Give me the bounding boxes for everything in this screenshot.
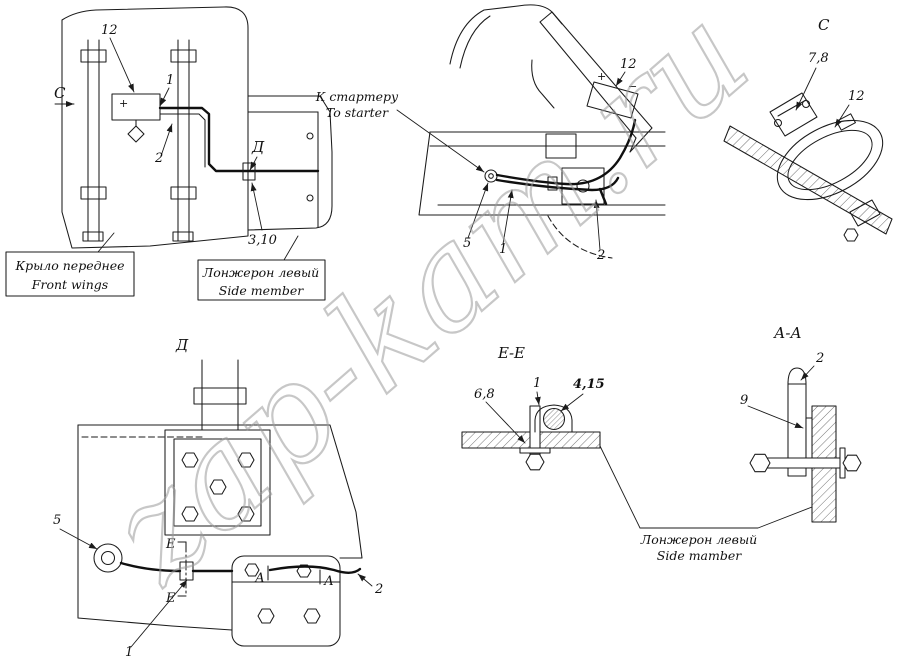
bracket-cap	[787, 367, 807, 385]
starter-note-en: To starter	[326, 105, 389, 120]
cab-outline	[449, 4, 653, 153]
cable-clamp	[547, 176, 558, 191]
caption-front-wing-ru: Крыло переднее	[14, 258, 124, 273]
bolt-head-hex	[749, 453, 771, 473]
battery-minus-sign: −	[628, 80, 637, 93]
section-mark-e-bottom: Е	[165, 591, 176, 606]
cable-assembly	[93, 543, 362, 581]
callout-9: 9	[740, 393, 748, 408]
view-c: С 7,8 12	[723, 16, 893, 242]
callout-7-8: 7,8	[808, 51, 829, 66]
frame-member	[418, 131, 666, 259]
section-mark-a-left: А	[254, 571, 265, 586]
callout-2: 2	[815, 351, 824, 366]
callout-2: 2	[596, 248, 605, 263]
clamp-strap	[534, 404, 573, 433]
section-mark-a-right: А	[323, 574, 334, 589]
caption-front-wing: Крыло переднее Front wings	[5, 251, 135, 297]
wing-rails	[80, 39, 197, 242]
cable-run	[158, 106, 320, 181]
view-d-title: Д	[175, 336, 189, 354]
wing-outline	[61, 6, 333, 249]
battery-symbol: +	[111, 93, 161, 143]
lower-bracket	[231, 555, 341, 647]
panel-edge	[723, 125, 893, 235]
cable-cross-section	[542, 407, 566, 431]
view-direction-d: Д	[251, 138, 265, 156]
battery-on-flap: + −	[586, 70, 639, 119]
leader-lines	[795, 67, 850, 128]
caption-front-wing-en: Front wings	[31, 277, 108, 292]
callout-12: 12	[620, 57, 637, 72]
view-direction-c: С	[54, 84, 66, 102]
member-caption-en: Side mamber	[657, 548, 742, 563]
section-marks: Е Е А А	[165, 537, 334, 606]
cable-assembly	[484, 118, 637, 206]
leader-lines	[485, 391, 584, 444]
nut-hex	[842, 454, 862, 472]
section-ee-title: Е-Е	[497, 344, 525, 362]
caption-side-member: Лонжерон левый Side member	[197, 259, 326, 301]
section-aa: А-А 2 9	[740, 324, 862, 523]
leader-lines	[467, 71, 626, 251]
caption-side-member-en: Side member	[219, 283, 304, 298]
callout-12: 12	[848, 89, 865, 104]
caption-side-member-ru: Лонжерон левый	[202, 265, 319, 280]
nut-hex	[525, 453, 545, 471]
callout-2: 2	[374, 582, 383, 597]
view-front-wing: + 12 С 1 2 Д 3,10 Крыло переднее Fro	[5, 6, 333, 301]
section-ee: Е-Е 6,8 1 4,15	[461, 344, 605, 471]
view-d: Д	[53, 336, 383, 660]
cable-loop-and-clamp	[769, 92, 884, 242]
leader-lines	[54, 37, 299, 261]
cable-eyelet	[484, 169, 498, 183]
callout-3-10: 3,10	[248, 233, 277, 248]
callout-1: 1	[533, 376, 541, 391]
callout-1: 1	[166, 73, 174, 88]
callout-5: 5	[463, 236, 471, 251]
callout-12: 12	[101, 23, 118, 38]
leader-lines	[747, 365, 815, 429]
clamp-bracket	[769, 92, 818, 137]
bolt-hex	[843, 228, 859, 242]
starter-note: К стартеру To starter	[315, 89, 485, 173]
callout-1: 1	[125, 645, 133, 660]
section-aa-title: А-А	[773, 324, 802, 342]
cable-grommet	[93, 543, 123, 573]
cable-clamp-3-10	[242, 162, 256, 181]
callout-4-15: 4,15	[573, 377, 605, 392]
starter-note-ru: К стартеру	[315, 89, 399, 104]
leader-lines	[59, 528, 373, 648]
view-starter-cable: К стартеру To starter + −	[315, 4, 666, 263]
clamp-bolt-assembly	[519, 404, 573, 471]
cable-loop	[776, 119, 884, 201]
vertical-post	[193, 359, 247, 431]
callout-6-8: 6,8	[474, 387, 495, 402]
section-mark-e-top: Е	[165, 537, 176, 552]
battery-plus-sign: +	[597, 70, 606, 83]
mounting-plate	[77, 424, 363, 631]
view-c-title: С	[818, 16, 830, 34]
washer	[519, 447, 551, 454]
callout-5: 5	[53, 513, 61, 528]
battery-plus-sign: +	[119, 97, 128, 110]
callout-2: 2	[154, 151, 163, 166]
callout-1: 1	[499, 242, 507, 257]
bracket-and-bolt	[749, 367, 862, 479]
